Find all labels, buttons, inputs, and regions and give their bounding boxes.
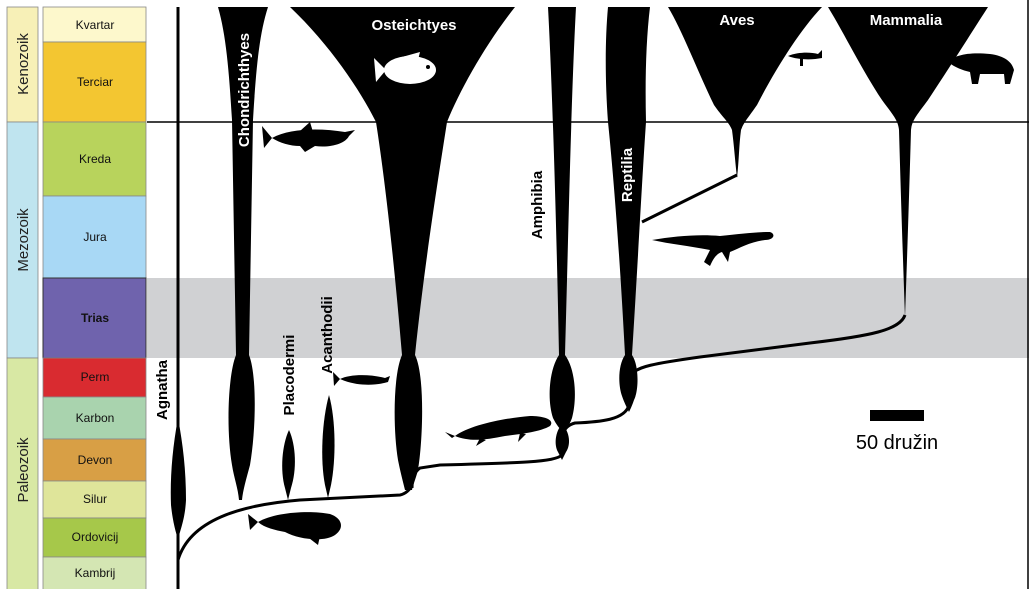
agnatha-spindle bbox=[171, 418, 186, 540]
dinosaur-icon bbox=[652, 232, 773, 266]
period-label-trias: Trias bbox=[81, 311, 109, 325]
taxon-label-placodermi: Placodermi bbox=[281, 335, 298, 416]
era-label-kenozoik: Kenozoik bbox=[15, 33, 32, 95]
amphibian-icon bbox=[445, 416, 551, 446]
aves-lineage bbox=[668, 7, 822, 178]
period-label-silur: Silur bbox=[83, 492, 107, 506]
amphibia-lineage bbox=[548, 7, 576, 432]
period-label-kreda: Kreda bbox=[79, 152, 111, 166]
early-fish-icon bbox=[248, 512, 341, 545]
period-label-jura: Jura bbox=[83, 230, 107, 244]
period-label-kvartar: Kvartar bbox=[76, 18, 115, 32]
taxon-label-mammalia: Mammalia bbox=[870, 12, 943, 29]
reptilia-to-aves-branch bbox=[642, 175, 737, 222]
taxon-label-osteichtyes: Osteichtyes bbox=[371, 17, 456, 34]
taxon-label-aves: Aves bbox=[719, 12, 754, 29]
shark-icon bbox=[262, 122, 355, 152]
era-column: Kenozoik Mezozoik Paleozoik bbox=[7, 7, 38, 589]
scale-bar-label: 50 družin bbox=[856, 432, 938, 454]
scale-bar-line bbox=[870, 410, 924, 421]
placodermi-spindle bbox=[282, 430, 295, 500]
taxon-label-chondrichthyes: Chondrichthyes bbox=[236, 33, 253, 147]
mammalia-lineage bbox=[828, 7, 988, 318]
amphibia-lower-bulb bbox=[556, 424, 569, 460]
period-label-perm: Perm bbox=[81, 370, 110, 384]
taxon-label-acanthodii: Acanthodii bbox=[319, 296, 336, 374]
period-label-kambrij: Kambrij bbox=[75, 566, 116, 580]
period-label-karbon: Karbon bbox=[76, 411, 115, 425]
amphibia-crown-branch bbox=[412, 455, 562, 488]
trias-highlight-band bbox=[147, 278, 1029, 358]
scale-bar: 50 družin bbox=[856, 410, 938, 454]
bird-icon bbox=[788, 50, 822, 66]
taxon-label-amphibia: Amphibia bbox=[529, 170, 546, 239]
acanthodii-spindle bbox=[322, 395, 334, 498]
acanthodian-fish-icon bbox=[333, 372, 390, 386]
period-column: Kvartar Terciar Kreda Jura Trias Perm Ka… bbox=[43, 7, 146, 589]
period-label-terciar: Terciar bbox=[77, 75, 113, 89]
period-label-ordovicij: Ordovicij bbox=[72, 530, 119, 544]
era-label-mezozoik: Mezozoik bbox=[15, 208, 32, 272]
taxon-label-reptilia: Reptilia bbox=[619, 147, 636, 202]
period-label-devon: Devon bbox=[78, 453, 113, 467]
taxon-labels: Osteichtyes Aves Mammalia Chondrichthyes… bbox=[154, 12, 943, 420]
taxon-label-agnatha: Agnatha bbox=[154, 359, 171, 420]
era-label-paleozoik: Paleozoik bbox=[15, 437, 32, 503]
